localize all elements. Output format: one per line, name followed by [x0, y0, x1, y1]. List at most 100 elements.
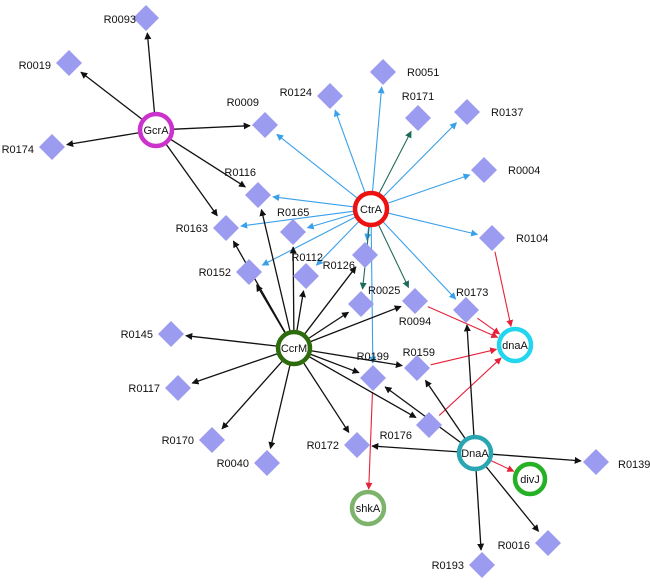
target-node-r0016[interactable]: R0016 [498, 530, 561, 556]
target-node-r0094[interactable]: R0094 [399, 288, 431, 328]
edge-r0173-to-dnaa [477, 317, 501, 335]
target-diamond [402, 288, 428, 314]
edge-gcra-to-r0093 [144, 32, 156, 113]
hub-label: GcrA [143, 125, 169, 137]
target-diamond [293, 263, 319, 289]
target-node-r0116[interactable]: R0116 [224, 167, 271, 208]
edge-ccrm-to-r0040 [268, 365, 291, 450]
target-node-r0025[interactable]: R0025 [348, 285, 400, 317]
target-node-r0165[interactable]: R0165 [277, 207, 309, 245]
edge-gcra-to-r0009 [173, 122, 251, 130]
edge-gcra-to-r0019 [80, 71, 143, 120]
target-diamond [199, 427, 225, 453]
target-node-r0019[interactable]: R0019 [19, 50, 82, 76]
target-label: R0112 [291, 252, 323, 264]
target-label: R0145 [121, 329, 153, 341]
target-label: R0199 [357, 351, 389, 363]
hub-label: dnaA [502, 340, 528, 352]
hub-node-dnaa[interactable]: dnaA [496, 326, 534, 364]
target-diamond [583, 449, 609, 475]
target-node-r0124[interactable]: R0124 [280, 83, 343, 109]
target-node-r0152[interactable]: R0152 [199, 259, 262, 285]
target-node-r0137[interactable]: R0137 [454, 99, 523, 125]
edge-ctra-to-r0171 [378, 130, 412, 194]
target-node-r0093[interactable]: R0093 [104, 5, 159, 31]
target-node-r0193[interactable]: R0193 [432, 552, 495, 578]
target-node-r0163[interactable]: R0163 [176, 215, 239, 241]
target-node-r0174[interactable]: R0174 [2, 134, 65, 160]
target-diamond [344, 432, 370, 458]
target-node-r0009[interactable]: R0009 [227, 97, 278, 138]
edge-ccrm-to-r0165 [289, 246, 297, 331]
target-node-r0159[interactable]: R0159 [403, 347, 435, 381]
hub-node-ccrm[interactable]: CcrM [275, 329, 313, 367]
target-label: R0176 [380, 430, 412, 442]
edge-ctra-to-r0051 [372, 86, 385, 192]
hub-node-dnaa[interactable]: DnaA [456, 434, 494, 472]
edge-ctra-to-r0163 [240, 210, 354, 229]
target-node-r0139[interactable]: R0139 [583, 449, 650, 475]
target-node-r0145[interactable]: R0145 [121, 321, 184, 347]
edge-r0176-to-dnaa [438, 357, 502, 416]
target-label: R0172 [307, 440, 339, 452]
target-diamond [454, 99, 480, 125]
target-label: R0117 [128, 383, 160, 395]
target-node-r0040[interactable]: R0040 [217, 450, 280, 476]
edge-gcra-to-r0174 [66, 132, 139, 148]
target-label: R0093 [104, 14, 136, 26]
edge-r0094-to-dnaa [427, 306, 499, 339]
target-label: R0165 [277, 207, 309, 219]
target-node-r0126[interactable]: R0126 [323, 242, 378, 272]
target-diamond [535, 530, 561, 556]
hub-label: DnaA [461, 448, 489, 460]
target-label: R0173 [456, 287, 488, 299]
edge-ccrm-to-r0159 [311, 350, 403, 369]
target-diamond [213, 215, 239, 241]
target-label: R0016 [498, 540, 530, 552]
target-node-r0176[interactable]: R0176 [380, 412, 442, 442]
target-node-r0117[interactable]: R0117 [128, 375, 191, 401]
target-node-r0199[interactable]: R0199 [357, 351, 389, 391]
target-diamond [404, 355, 430, 381]
target-node-r0104[interactable]: R0104 [479, 225, 548, 251]
target-diamond [39, 134, 65, 160]
hub-node-shka[interactable]: shkA [349, 489, 387, 527]
target-node-r0004[interactable]: R0004 [471, 157, 540, 183]
edge-ctra-to-r0112 [315, 221, 359, 266]
edge-ccrm-to-r0170 [221, 361, 283, 430]
target-diamond [280, 219, 306, 245]
target-label: R0174 [2, 144, 34, 156]
hub-node-gcra[interactable]: GcrA [137, 111, 175, 149]
edge-dnaa-to-divj [491, 460, 515, 472]
target-label: R0171 [402, 91, 434, 103]
target-label: R0159 [403, 347, 435, 359]
edge-ctra-to-r0165 [306, 213, 354, 230]
target-label: R0051 [407, 67, 439, 79]
edge-r0159-to-dnaa [430, 347, 498, 366]
hub-label: CcrM [281, 343, 307, 355]
target-node-r0112[interactable]: R0112 [291, 252, 323, 289]
target-node-r0170[interactable]: R0170 [162, 427, 225, 453]
edge-ccrm-to-r0112 [296, 290, 306, 331]
hub-node-divj[interactable]: divJ [512, 461, 548, 497]
target-node-r0172[interactable]: R0172 [307, 432, 370, 458]
edge-ccrm-to-r0199 [310, 353, 360, 374]
target-diamond [348, 291, 374, 317]
target-diamond [453, 297, 479, 323]
target-diamond [469, 552, 495, 578]
target-diamond [370, 59, 396, 85]
target-diamond [56, 50, 82, 76]
edge-gcra-to-r0163 [165, 144, 218, 217]
hub-node-ctra[interactable]: CtrA [352, 190, 390, 228]
target-diamond [165, 375, 191, 401]
hub-ring [496, 326, 534, 364]
target-node-r0171[interactable]: R0171 [402, 91, 434, 131]
edge-ctra-to-r0152 [261, 216, 356, 266]
target-node-r0051[interactable]: R0051 [370, 59, 439, 85]
target-diamond [360, 365, 386, 391]
edge-ctra-to-r0116 [272, 194, 354, 208]
hub-ring [352, 190, 390, 228]
target-node-r0173[interactable]: R0173 [453, 287, 488, 323]
